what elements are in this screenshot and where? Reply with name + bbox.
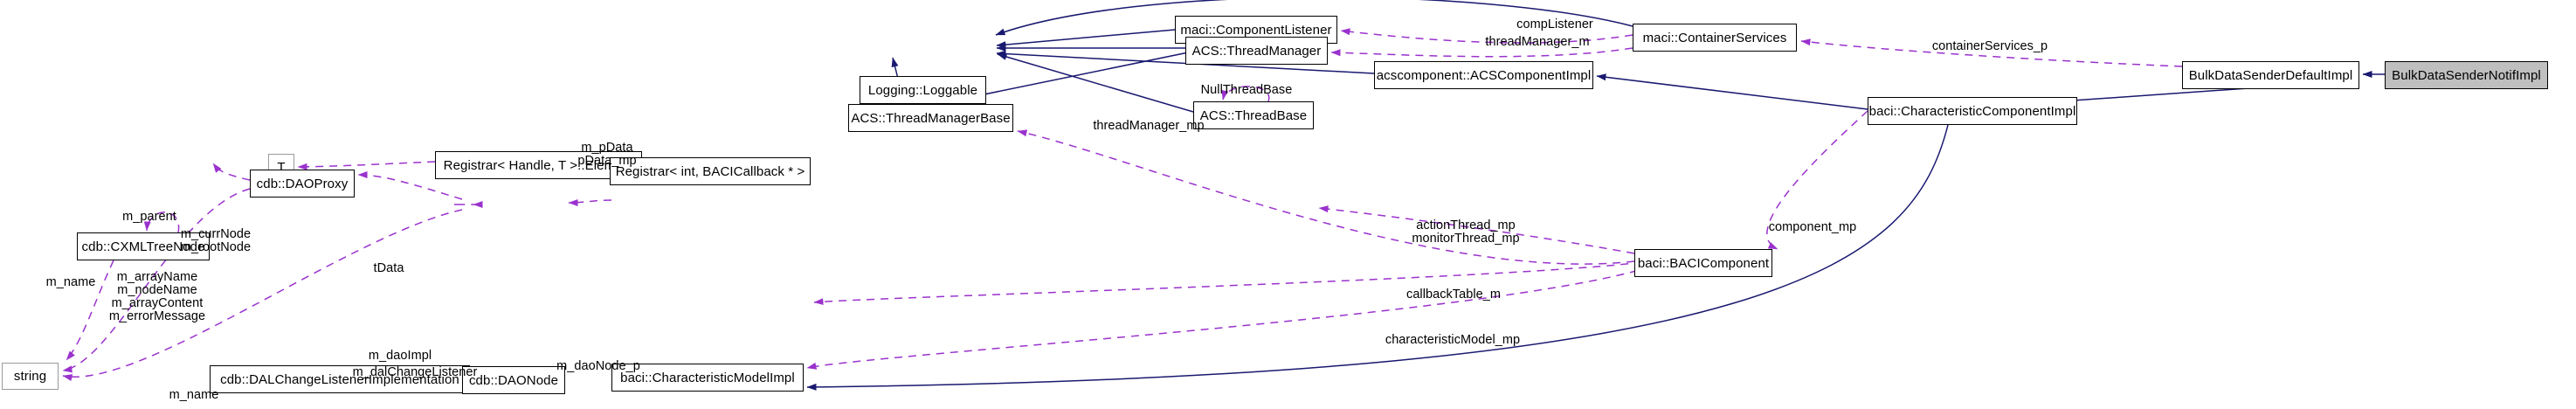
- node-registrar-int-bacicallback[interactable]: Registrar< int, BACICallback * >: [610, 157, 811, 185]
- edge-label-m-dalchangelistener: m_dalChangeListener: [352, 365, 478, 379]
- edge-label-tdata: tData: [373, 261, 404, 275]
- node-cdb-cxmltreenode[interactable]: cdb::CXMLTreeNode: [77, 232, 210, 260]
- node-bulkdatasendernotifimpl[interactable]: BulkDataSenderNotifImpl: [2385, 61, 2548, 89]
- edge-label-complistener: compListener: [1516, 17, 1593, 31]
- edge-label-threadmanager-mp: threadManager_mp: [1093, 119, 1205, 133]
- inheritance-edges: [806, 0, 2385, 391]
- node-logging-loggable[interactable]: Logging::Loggable: [860, 76, 986, 104]
- edge-label-nullthreadbase: NullThreadBase: [1200, 83, 1293, 97]
- edge-label-containerservices-p: containerServices_p: [1931, 39, 2048, 53]
- node-cdb-dalchangelistenerimplementation[interactable]: cdb::DALChangeListenerImplementation: [210, 365, 470, 393]
- node-bulkdatasenderdefaultimpl[interactable]: BulkDataSenderDefaultImpl: [2182, 61, 2359, 89]
- node-baci-characteristiccomponentimpl[interactable]: baci::CharacteristicComponentImpl: [1868, 97, 2077, 125]
- edge-label-m-name-left: m_name: [45, 275, 96, 289]
- edge-label-action-monitor-thread: actionThread_mp monitorThread_mp: [1412, 218, 1520, 246]
- node-acs-threadmanagerbase[interactable]: ACS::ThreadManagerBase: [848, 104, 1013, 132]
- node-maci-containerservices[interactable]: maci::ContainerServices: [1633, 24, 1797, 52]
- edge-label-m-arrayname-block: m_arrayName m_nodeName m_arrayContent m_…: [108, 270, 206, 323]
- usage-edges: [62, 28, 2183, 381]
- edge-label-characteristicmodel-mp: characteristicModel_mp: [1385, 333, 1521, 347]
- node-acs-threadbase[interactable]: ACS::ThreadBase: [1193, 101, 1314, 129]
- node-acscomponent-acscomponentimpl[interactable]: acscomponent::ACSComponentImpl: [1374, 61, 1593, 89]
- node-baci-characteristicmodelimpl[interactable]: baci::CharacteristicModelImpl: [611, 364, 804, 392]
- node-cdb-daoproxy[interactable]: cdb::DAOProxy: [250, 170, 355, 198]
- edge-label-component-mp: component_mp: [1768, 220, 1857, 234]
- edge-label-m-daoimpl: m_daoImpl: [368, 349, 432, 363]
- node-registrar-handle-t-element[interactable]: Registrar< Handle, T >::Element: [435, 151, 642, 179]
- node-string[interactable]: string: [2, 363, 59, 390]
- node-baci-bacicomponent[interactable]: baci::BACIComponent: [1634, 249, 1772, 277]
- edge-label-m-daonode-p: m_daoNode_p: [556, 359, 640, 373]
- edge-label-threadmanager-m: threadManager_m: [1485, 35, 1590, 49]
- edge-label-m-name-bottom: m_name: [169, 388, 219, 402]
- edge-label-callbacktable-m: callbackTable_m: [1406, 288, 1501, 302]
- edge-label-m-pdata-block: m_pData pData_mp: [577, 141, 637, 168]
- node-cdb-daonode[interactable]: cdb::DAONode: [462, 366, 565, 394]
- node-acs-threadmanager[interactable]: ACS::ThreadManager: [1185, 37, 1328, 65]
- edge-label-m-currnode-rootnode: m_currNode m_rootNode: [180, 227, 252, 254]
- edge-label-m-parent: m_parent: [122, 210, 176, 224]
